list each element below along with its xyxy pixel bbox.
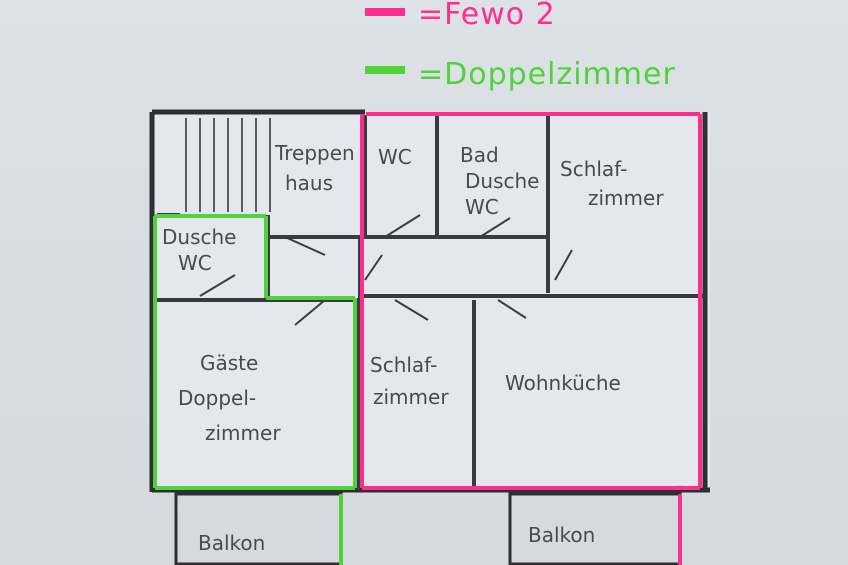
staircase — [185, 118, 271, 212]
label-bad-2: Dusche — [465, 169, 539, 193]
label-schlafzimmer-top-1: Schlaf- — [560, 157, 627, 181]
label-gaeste-3: zimmer — [205, 421, 281, 445]
label-treppenhaus-2: haus — [285, 171, 333, 195]
door-swings — [199, 214, 573, 326]
label-balkon-left: Balkon — [198, 531, 265, 555]
legend-fewo-label: =Fewo 2 — [418, 0, 556, 32]
label-wc: WC — [378, 145, 412, 169]
label-treppenhaus-1: Treppen — [274, 141, 355, 165]
legend-fewo-swatch — [365, 8, 405, 16]
label-dusche-wc-1: Dusche — [162, 225, 236, 249]
legend-doppel-label: =Doppelzimmer — [418, 57, 676, 92]
label-dusche-wc-2: WC — [178, 251, 212, 275]
label-schlafzimmer-top-2: zimmer — [588, 186, 664, 210]
balkon-left — [174, 492, 343, 565]
label-balkon-right: Balkon — [528, 523, 595, 547]
label-schlafzimmer-mid-2: zimmer — [373, 385, 449, 409]
label-bad-3: WC — [465, 195, 499, 219]
label-schlafzimmer-mid-1: Schlaf- — [370, 353, 437, 377]
legend-doppel-swatch — [365, 66, 405, 74]
label-bad-1: Bad — [460, 143, 499, 167]
balkon-right — [508, 492, 682, 565]
doppelzimmer-outline — [153, 214, 357, 490]
label-gaeste-2: Doppel- — [178, 386, 256, 410]
label-gaeste-1: Gäste — [200, 351, 258, 375]
label-wohnkueche: Wohnküche — [505, 371, 621, 395]
fewo2-outline — [360, 112, 702, 490]
